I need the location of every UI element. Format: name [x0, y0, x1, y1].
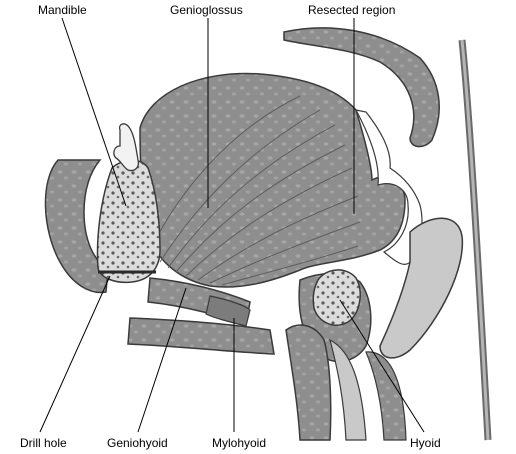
leader-geniohyoid [137, 287, 187, 433]
leader-mandible [61, 17, 127, 207]
leader-hyoid [339, 299, 425, 433]
leader-lines [39, 17, 425, 433]
label-hyoid: Hyoid [410, 436, 441, 450]
tooth [113, 123, 140, 172]
label-mylohyoid: Mylohyoid [212, 436, 267, 450]
label-drill-hole: Drill hole [20, 436, 67, 450]
palate [283, 27, 440, 148]
label-mandible: Mandible [38, 3, 87, 17]
chin-soft-tissue [44, 159, 109, 294]
leader-drill-hole [39, 275, 111, 433]
floor-band [127, 317, 275, 355]
epiglottis [379, 217, 464, 359]
label-resected-region: Resected region [308, 3, 396, 17]
tongue-mass [139, 72, 406, 288]
label-geniohyoid: Geniohyoid [107, 436, 168, 450]
larynx-tissue [285, 324, 332, 441]
label-genioglossus: Genioglossus [170, 3, 243, 17]
mylohyoid-muscle [205, 295, 251, 327]
genioglossus-fibers [149, 95, 361, 286]
mandible-bone [96, 159, 161, 284]
hyoid-bone [312, 269, 361, 326]
